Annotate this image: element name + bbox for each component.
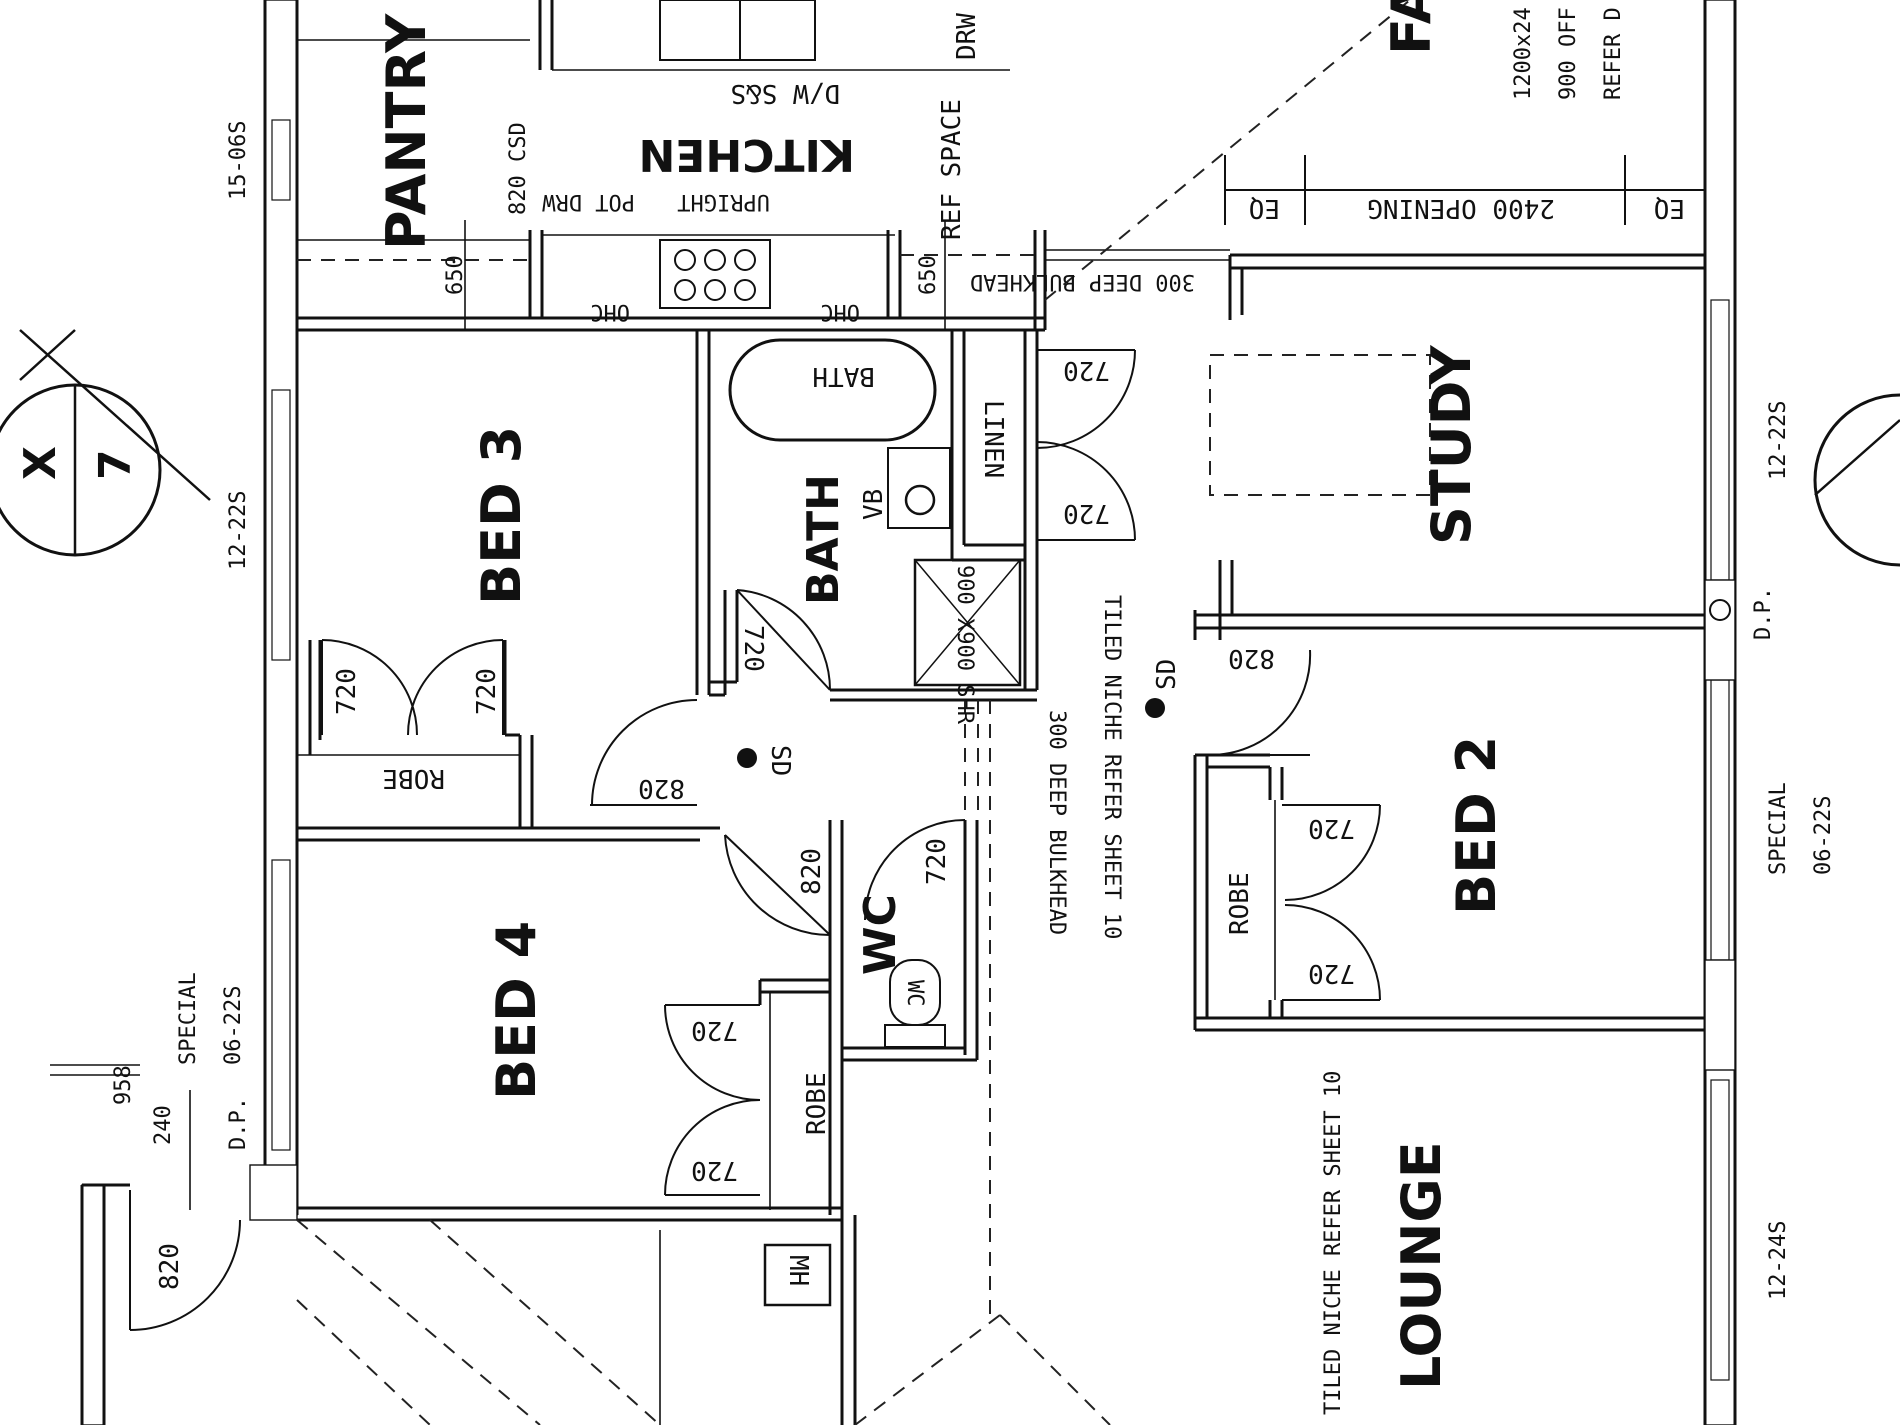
room-lounge: LOUNGE	[1390, 1141, 1453, 1390]
label-sd-study: SD	[1152, 659, 1182, 690]
dim-2400-opening: 2400 OPENING	[1367, 193, 1555, 223]
note-bulkhead-hall: 300 DEEP BULKHEAD	[1044, 710, 1069, 935]
label-sd-hall: SD	[765, 745, 795, 776]
window-12-22s-right: 12-22S	[1766, 401, 1791, 480]
dim-820-bed2: 820	[1228, 643, 1275, 673]
label-robe-bed3: ROBE	[382, 763, 445, 793]
fixtures	[659, 0, 1731, 1307]
dim-720-bed3-b: 720	[472, 668, 502, 715]
dim-958: 958	[111, 1065, 136, 1105]
label-ohc-left: OHC	[590, 299, 630, 324]
section-marker: X 7	[0, 329, 1900, 567]
room-study: STUDY	[1420, 345, 1483, 545]
dim-240: 240	[151, 1105, 176, 1145]
dim-720-bed4-b: 720	[691, 1155, 738, 1185]
label-robe-bed4: ROBE	[802, 1072, 832, 1135]
room-bed2: BED 2	[1445, 736, 1508, 915]
fixture-labels: BATH VB LINEN ROBE ROBE ROBE D/W S&S UPR…	[382, 13, 1255, 1287]
room-kitchen: KITCHEN	[639, 129, 855, 180]
bulkhead-lines	[296, 0, 1431, 1425]
walls	[80, 0, 1737, 1425]
window-special-left: SPECIAL	[176, 972, 201, 1065]
dim-720-linen-b: 720	[1063, 498, 1110, 528]
room-bed4: BED 4	[485, 921, 548, 1100]
room-bed3: BED 3	[470, 426, 533, 605]
room-pantry: PANTRY	[375, 13, 438, 250]
note-bulkhead-top: 300 DEEP BULKHEAD	[970, 269, 1195, 294]
window-06-22s-left: 06-22S	[221, 986, 246, 1065]
label-linen: LINEN	[978, 400, 1008, 478]
dim-720-linen-a: 720	[1063, 355, 1110, 385]
note-window-refer: REFER D	[1601, 7, 1626, 100]
note-niche-bath: TILED NICHE REFER SHEET 10	[1099, 595, 1124, 939]
dim-820-hall: 820	[638, 773, 685, 803]
label-vb: VB	[859, 489, 889, 520]
note-window-1200: 1200x24	[1511, 7, 1536, 100]
window-12-22s-left: 12-22S	[226, 491, 251, 570]
note-window-900: 900 OFF	[1556, 7, 1581, 100]
dim-720-bed3-a: 720	[332, 668, 362, 715]
window-special-right: SPECIAL	[1766, 782, 1791, 875]
note-niche-lounge: TILED NICHE REFER SHEET 10	[1321, 1071, 1346, 1415]
notes: 300 DEEP BULKHEAD 300 DEEP BULKHEAD TILE…	[226, 7, 1776, 1415]
window-15-06s: 15-06S	[226, 121, 251, 200]
label-wc-fixture: WC	[902, 980, 927, 1007]
dim-720-bed2-a: 720	[1308, 813, 1355, 843]
room-wc: WC	[855, 894, 906, 975]
window-12-24s: 12-24S	[1766, 1221, 1791, 1300]
label-mh: MH	[783, 1255, 813, 1286]
label-pot-drw: POT DRW	[542, 189, 635, 214]
doors	[129, 349, 1381, 1331]
label-ohc-right: OHC	[820, 299, 860, 324]
note-dp-left: D.P.	[226, 1097, 251, 1150]
dim-720-bed2-b: 720	[1308, 958, 1355, 988]
window-06-22s-right: 06-22S	[1811, 796, 1836, 875]
note-dp-right: D.P.	[1751, 587, 1776, 640]
dim-820-entry: 820	[155, 1243, 185, 1290]
window-codes: 15-06S 12-22S 12-22S SPECIAL 06-22S SPEC…	[176, 121, 1836, 1300]
dim-820-csd: 820 CSD	[506, 122, 531, 215]
dim-650-b: 650	[916, 255, 941, 295]
room-fa: FA	[1380, 0, 1443, 55]
dim-eq-a: EQ	[1249, 193, 1280, 223]
label-ref-space: REF SPACE	[937, 99, 967, 240]
dim-720-bed4-a: 720	[691, 1015, 738, 1045]
dim-eq-b: EQ	[1654, 193, 1685, 223]
section-sheet: 7	[90, 449, 141, 480]
label-shr: 900 X900 SHR	[952, 565, 977, 725]
dim-720-wc: 720	[922, 838, 952, 885]
room-labels: PANTRY KITCHEN FA BED 3 BATH STUDY BED 2…	[375, 0, 1508, 1390]
label-robe-bed2: ROBE	[1225, 872, 1255, 935]
label-bath-tub: BATH	[812, 361, 875, 391]
dim-720-bath: 720	[738, 625, 768, 672]
label-dw: D/W S&S	[730, 78, 840, 108]
label-upright: UPRIGHT	[677, 189, 770, 214]
section-letter: X	[15, 446, 66, 480]
room-bath: BATH	[798, 474, 849, 605]
dim-820-bed4: 820	[797, 848, 827, 895]
label-drw: DRW	[952, 13, 982, 60]
dim-650-a: 650	[443, 255, 468, 295]
dimension-labels: 720 720 820 720 820 720 720 720 720 720 …	[50, 122, 1706, 1290]
